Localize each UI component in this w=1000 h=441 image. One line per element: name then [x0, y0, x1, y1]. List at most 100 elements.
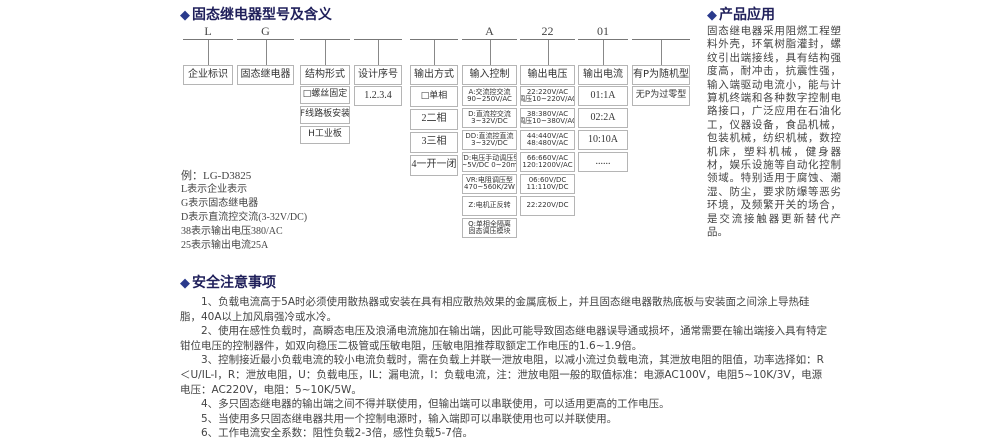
connector-line [603, 40, 604, 65]
model-option-box: 1.2.3.4 [354, 86, 402, 106]
model-example: 例：LG-D3825 L表示企业表示 G表示固态继电器 D表示直流控交流(3-3… [181, 169, 307, 253]
model-option-box: 无P为过零型 [632, 86, 690, 106]
example-line: L表示企业表示 [181, 184, 248, 195]
model-option-box: H工业板 [300, 126, 350, 144]
safety-paragraph: 2、使用在感性负载时，高瞬态电压及浪涌电流施加在输出端，因此可能导致固态继电器误… [180, 325, 828, 352]
model-option-line: 固态调压模块 [468, 227, 511, 235]
model-option-box: 22:220V/DC [520, 196, 575, 216]
model-option-box: F线路板安装 [300, 106, 350, 124]
connector-line [547, 40, 549, 65]
connector-line [434, 40, 435, 65]
example-line: 38表示输出电压380/AC [181, 226, 283, 237]
code-letter: G [261, 24, 270, 38]
model-title-text: 固态继电器型号及含义 [192, 7, 332, 23]
code-letter: 01 [597, 24, 609, 38]
model-column-header: 企业标识 [183, 65, 233, 85]
model-option-line: 06:60V/DC [528, 175, 567, 184]
model-option-box: 02:2A [578, 108, 628, 128]
model-option-box: 3三相 [410, 132, 458, 153]
model-option-line: 3~32V/DC [471, 139, 508, 147]
code-letter: L [204, 24, 212, 38]
model-option-box: □螺丝固定 [300, 86, 350, 104]
model-option-box: Z:电机正反转 [462, 196, 517, 216]
safety-paragraph: 1、负载电流高于5A时必须使用散热器或安装在具有相应散热效果的金属底板上，并且固… [180, 296, 810, 323]
safety-paragraph: 6、工作电流安全系数：阻性负载2-3倍，感性负载5-7倍。 [201, 427, 473, 440]
model-option-line: 66:660V/AC [526, 153, 569, 162]
safety-notes: 1、负载电流高于5A时必须使用散热器或安装在具有相应散热效果的金属底板上，并且固… [180, 295, 830, 441]
model-option-box: 4一开一闭 [410, 155, 458, 176]
model-option-line: 90~250V/AC [467, 95, 512, 103]
connector-line [208, 40, 209, 65]
model-option-box: ...... [578, 152, 628, 172]
model-option-box: □单相 [410, 86, 458, 107]
connector-line [265, 40, 267, 65]
model-column-header: 设计序号 [354, 65, 402, 85]
code-letter: 22 [541, 24, 554, 38]
model-option-line: VR:电阻调压型 [466, 175, 513, 184]
model-column-header: 输出方式 [410, 65, 458, 85]
code-underline [183, 39, 233, 40]
code-underline [300, 39, 350, 40]
safety-paragraph: 4、多只固态继电器的输出端之间不得并联使用，但输出端可以串联使用，可以适用更高的… [201, 398, 670, 411]
example-line: 25表示输出电流25A [181, 240, 269, 251]
model-option-box: 2二相 [410, 109, 458, 130]
model-option-line: 470~560K/2W [464, 183, 515, 191]
model-option-line: 38:380V/AC [526, 109, 569, 118]
safety-title-text: 安全注意事项 [192, 275, 276, 291]
model-option-line: D:直流控交流 [468, 109, 511, 118]
code-underline [578, 39, 628, 40]
connector-line [661, 40, 662, 65]
model-option-line: Q:单相全隔离 [468, 219, 511, 228]
connector-line [325, 40, 326, 65]
model-option-line: 22:220V/AC [526, 87, 569, 96]
model-option-line: (调压10~380V/AC) [521, 117, 574, 125]
example-line: D表示直流控交流(3-32V/DC) [181, 212, 308, 223]
code-letter: A [485, 24, 494, 38]
model-option-line: A:交流控交流 [468, 87, 511, 96]
model-option-line: 1~5V/DC 0~20mA [462, 161, 517, 169]
code-underline [632, 39, 690, 40]
model-column-header: 输出电压 [520, 65, 575, 85]
model-option-line: Z:电机正反转 [468, 201, 511, 210]
connector-line [489, 40, 491, 65]
application-title-text: 产品应用 [719, 7, 775, 23]
code-underline [462, 39, 517, 40]
diamond-icon: ◆ [707, 8, 717, 23]
model-option-box: Q:单相全隔离固态调压模块 [462, 218, 517, 238]
safety-paragraph: 3、控制接近最小负载电流的较小电流负载时，需在负载上并联一泄放电阻，以减小流过负… [180, 354, 824, 396]
example-line: 例：LG-D3825 [181, 170, 252, 182]
model-option-line: 120:1200V/AC [522, 161, 573, 169]
diamond-icon: ◆ [180, 276, 190, 291]
model-option-box: 01:1A [578, 86, 628, 106]
model-option-box: VD:电压手动调压型1~5V/DC 0~20mA [462, 152, 517, 172]
model-option-box: 22:220V/AC(调压10~220V/AC) [520, 86, 575, 106]
application-section-title: ◆产品应用 [707, 4, 775, 24]
model-option-box: 38:380V/AC(调压10~380V/AC) [520, 108, 575, 128]
model-option-line: VD:电压手动调压型 [463, 153, 517, 162]
model-column-header: 输出电流 [578, 65, 628, 85]
code-underline [237, 39, 294, 40]
model-section-title: ◆固态继电器型号及含义 [180, 4, 332, 24]
safety-section-title: ◆安全注意事项 [180, 272, 276, 292]
model-column-header: 固态继电器 [237, 65, 294, 85]
code-underline [410, 39, 458, 40]
model-option-line: DD:直流控直流 [465, 131, 514, 140]
model-option-line: (调压10~220V/AC) [521, 95, 574, 103]
model-option-line: 11:110V/DC [526, 183, 569, 191]
safety-paragraph: 5、当使用多只固态继电器共用一个控制电源时，输入端即可以串联使用也可以并联使用。 [201, 412, 618, 425]
model-option-line: 44:440V/AC [526, 131, 569, 140]
model-column-header: 结构形式 [300, 65, 350, 85]
code-underline [520, 39, 575, 40]
model-column-header: 输入控制 [462, 65, 517, 85]
model-option-line: 48:480V/AC [526, 139, 569, 147]
connector-line [378, 40, 379, 65]
example-line: G表示固态继电器 [181, 198, 259, 209]
code-underline [354, 39, 402, 40]
diamond-icon: ◆ [180, 8, 190, 23]
application-description: 固态继电器采用阻燃工程塑料外壳，环氧树脂灌封，螺纹引出端接线，具有结构强度高，耐… [707, 25, 841, 239]
